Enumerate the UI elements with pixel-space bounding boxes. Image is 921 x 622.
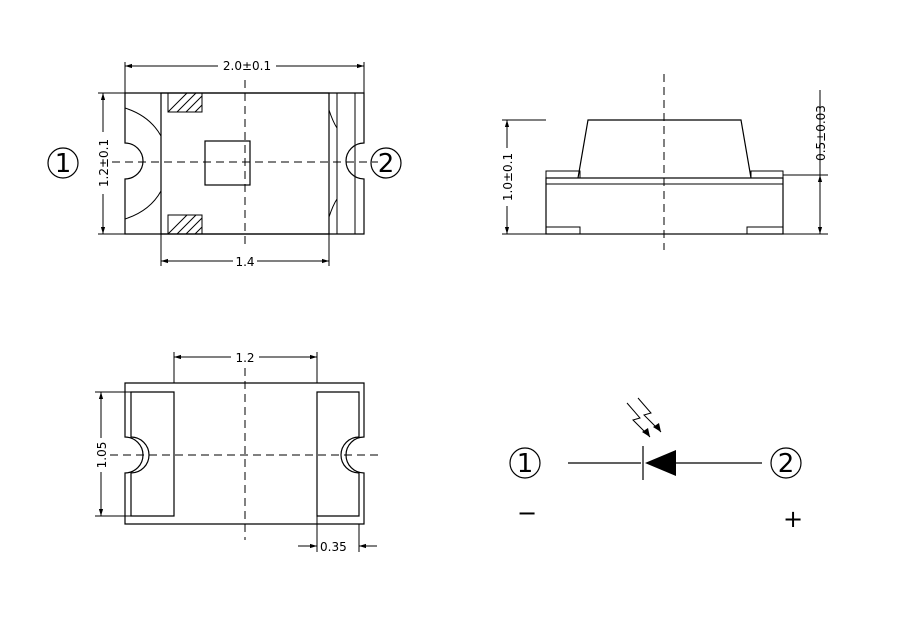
led-chip — [204, 140, 251, 186]
dim-top-length: 2.0±0.1 — [223, 59, 271, 73]
dim-bottom-pad-spacing: 1.2 — [235, 351, 254, 365]
cathode-sign: − — [517, 499, 537, 527]
pin2-label-symbol: 2 — [778, 449, 795, 479]
pin1-circle-top — [47, 147, 79, 179]
top-view-outline — [124, 92, 365, 235]
dim-bottom-width: 1.05 — [95, 442, 109, 469]
bottom-view-outline — [124, 382, 365, 525]
pin2-label-top: 2 — [378, 149, 395, 179]
dim-top-width: 1.2±0.1 — [97, 139, 111, 187]
light-emission-arrows-icon — [626, 397, 662, 438]
polarity-mark-top — [167, 92, 203, 113]
side-view: 1.0±0.1 0.5±0.03 — [500, 74, 828, 250]
dim-side-base-height: 0.5±0.03 — [814, 105, 828, 161]
led-symbol: 1 2 − + — [509, 397, 803, 533]
dim-top-inner-length: 1.4 — [235, 255, 254, 269]
anode-sign: + — [783, 505, 803, 533]
bottom-view: 1.2 1.05 0.35 — [94, 350, 378, 554]
pin1-label-top: 1 — [55, 149, 72, 179]
top-view: 2.0±0.1 1.2±0.1 1.4 1 2 — [47, 58, 402, 269]
bottom-pad-left — [130, 391, 175, 517]
pin2-circle-top — [370, 147, 402, 179]
polarity-mark-bottom — [167, 214, 203, 235]
pin1-label-symbol: 1 — [517, 449, 534, 479]
pin1-circle-symbol — [509, 447, 541, 479]
dim-bottom-pad-width: 0.35 — [320, 540, 347, 554]
bottom-pad-right — [316, 391, 360, 517]
dim-side-height: 1.0±0.1 — [501, 153, 515, 201]
symbol-diode-triangle — [645, 450, 676, 476]
pin2-circle-symbol — [770, 447, 802, 479]
